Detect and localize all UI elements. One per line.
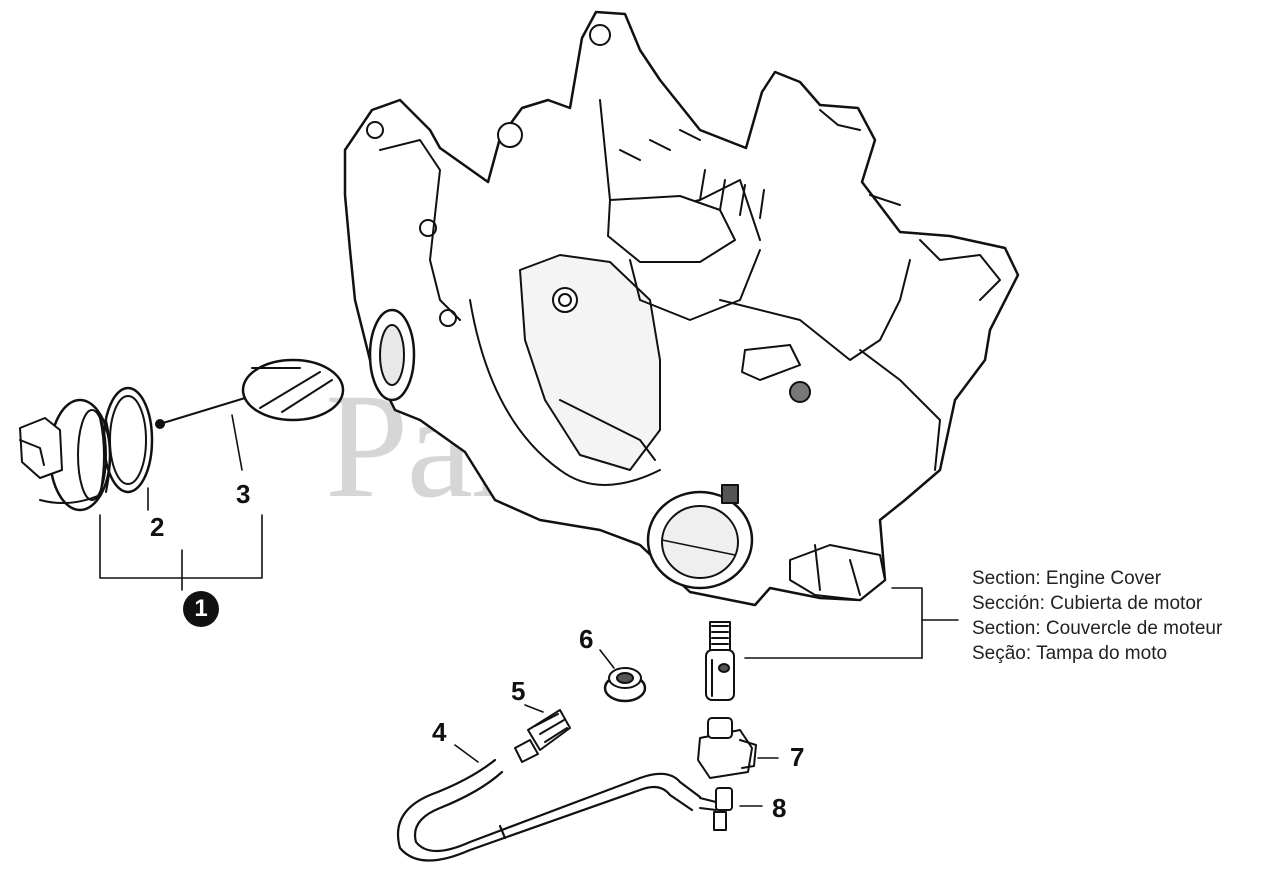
section-note-spanish: Sección: Cubierta de motor — [972, 593, 1203, 614]
callout-6: 6 — [579, 624, 594, 654]
oil-filter — [514, 704, 571, 763]
section-note-english: Section: Engine Cover — [972, 568, 1162, 589]
callout-7: 7 — [790, 742, 805, 772]
callout-4: 4 — [432, 717, 447, 747]
callout-1-label: 1 — [194, 595, 208, 622]
callout-2: 2 — [150, 512, 165, 542]
oil-filter-strainer — [155, 358, 345, 429]
callout-3: 3 — [236, 479, 251, 509]
oil-cap — [19, 398, 112, 512]
oil-cap-gasket — [102, 386, 154, 494]
callout-8: 8 — [772, 793, 787, 823]
leader-lines-cap — [99, 414, 263, 591]
oil-pump — [697, 717, 779, 779]
crankcase-housing — [343, 10, 1020, 607]
callout-5: 5 — [511, 676, 526, 706]
section-note-french: Section: Couvercle de moteur — [972, 618, 1223, 639]
section-note-portuguese: Seção: Tampa do moto — [972, 643, 1168, 664]
elbow-fitting — [699, 787, 763, 831]
oil-hose — [396, 744, 702, 862]
grommet — [599, 649, 647, 703]
oil-pump-shaft — [705, 587, 959, 701]
callout-1: 1 — [183, 591, 219, 627]
section-note: Section: Engine Cover Sección: Cubierta … — [972, 566, 1222, 666]
